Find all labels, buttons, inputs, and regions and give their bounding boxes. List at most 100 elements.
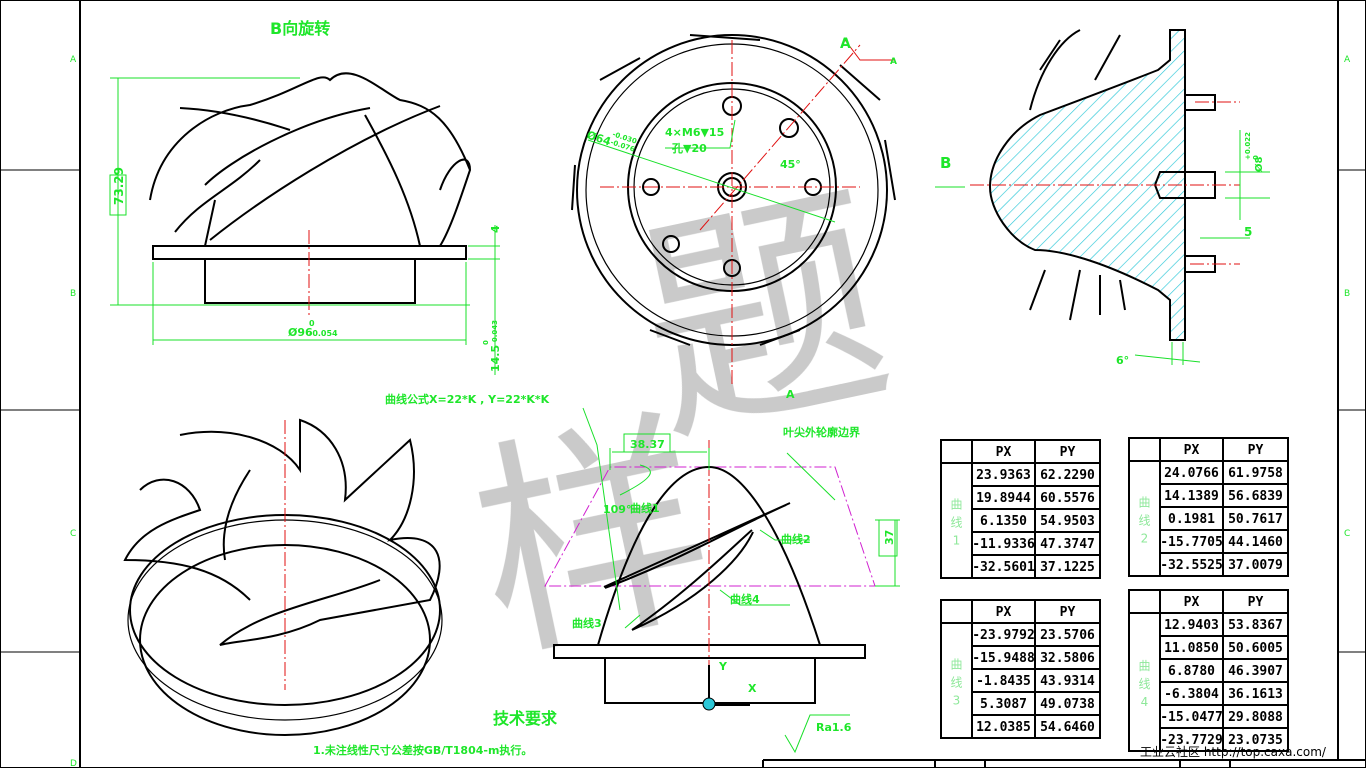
section-label: A — [840, 36, 851, 52]
column-header: PX — [996, 605, 1012, 620]
curve-tables: PX PY 23.9363 62.2290 19.8944 60.5576 6.1350 54… — [940, 437, 1289, 752]
dim-hub: 14.5 — [489, 345, 502, 372]
dim-37: 37 — [883, 530, 896, 545]
table-cell: 19.8944 — [976, 491, 1031, 506]
curve-table: PX PY 12.9403 53.8367 11.0850 50.6005 6.8780 46… — [1128, 589, 1289, 752]
angle-label: 45° — [780, 158, 801, 171]
dim-tol: 0 — [309, 319, 315, 328]
table-cell: 49.0738 — [1040, 697, 1095, 712]
table-cell: 43.9314 — [1040, 674, 1095, 689]
table-side-label: 线 — [950, 676, 962, 690]
column-header: PY — [1248, 443, 1264, 458]
table-side-label: 2 — [1141, 532, 1149, 546]
table-cell: 53.8367 — [1228, 618, 1283, 633]
table-cell: 32.5806 — [1040, 651, 1095, 666]
column-header: PX — [996, 445, 1012, 460]
table-cell: 61.9758 — [1228, 466, 1283, 481]
table-cell: 36.1613 — [1228, 687, 1283, 702]
zone-label: B — [1344, 289, 1350, 299]
table-cell: 23.9363 — [976, 468, 1031, 483]
zone-label: D — [70, 759, 77, 768]
table-cell: 23.5706 — [1040, 628, 1095, 643]
site-watermark: 工业云社区 http://top.caxa.com/ — [1140, 744, 1327, 759]
tech-requirement-line: 1.未注线性尺寸公差按GB/T1804-m执行。 — [313, 743, 532, 757]
table-side-label: 4 — [1141, 695, 1149, 709]
holes-note: 4×M6▼15 — [665, 126, 724, 139]
table-cell: -6.3804 — [1164, 687, 1219, 702]
column-header: PX — [1184, 443, 1200, 458]
table-cell: 29.8088 — [1228, 710, 1283, 725]
curve1-label: 曲线1 — [630, 501, 660, 515]
table-cell: 62.2290 — [1040, 468, 1095, 483]
curve4-label: 曲线4 — [730, 592, 760, 606]
column-header: PX — [1184, 595, 1200, 610]
curve3-label: 曲线3 — [572, 616, 602, 630]
dim-tol: 0 — [1252, 155, 1260, 160]
table-cell: 37.1225 — [1040, 560, 1095, 575]
table-side-label: 曲 — [1138, 496, 1150, 510]
holes-note: 孔▼20 — [672, 142, 707, 155]
table-cell: 5.3087 — [980, 697, 1027, 712]
dim-height: 73.29 — [112, 167, 126, 205]
blade-boundary-label: 叶尖外轮廓边界 — [783, 425, 860, 439]
table-cell: -15.7705 — [1160, 535, 1223, 550]
table-cell: 50.7617 — [1228, 512, 1283, 527]
table-cell: 12.9403 — [1164, 618, 1219, 633]
table-cell: -23.9792 — [972, 628, 1035, 643]
table-cell: 23.0735 — [1228, 733, 1283, 748]
table-cell: 54.9503 — [1040, 514, 1095, 529]
table-cell: 14.1389 — [1164, 489, 1219, 504]
view-title: B向旋转 — [270, 19, 330, 38]
dim-flange: 4 — [489, 225, 502, 233]
curve-formula: 曲线公式X=22*K , Y=22*K*K — [385, 392, 550, 406]
table-cell: -32.5525 — [1160, 558, 1223, 573]
table-cell: -32.5601 — [972, 560, 1035, 575]
table-cell: 50.6005 — [1228, 641, 1283, 656]
table-cell: 12.0385 — [976, 720, 1031, 735]
table-side-label: 1 — [953, 534, 961, 548]
dim-tol: -0.054 — [309, 329, 338, 338]
curve2-label: 曲线2 — [781, 532, 811, 546]
roughness-label: Ra1.6 — [816, 721, 852, 734]
table-cell: 24.0766 — [1164, 466, 1219, 481]
section-view-a-a: Ø8 +0.022 0 5 6° — [970, 29, 1270, 367]
table-cell: 6.8780 — [1168, 664, 1215, 679]
table-cell: 60.5576 — [1040, 491, 1095, 506]
table-cell: 46.3907 — [1228, 664, 1283, 679]
table-cell: 44.1460 — [1228, 535, 1283, 550]
zone-label: A — [1344, 55, 1351, 65]
column-header: PY — [1248, 595, 1264, 610]
blade-profile-view: 曲线公式X=22*K , Y=22*K*K 叶尖外轮廓边界 38.37 37 1… — [385, 392, 900, 754]
table-cell: 0.1981 — [1168, 512, 1215, 527]
dim-tol: 0 — [482, 340, 490, 345]
angle-label: 6° — [1116, 354, 1129, 367]
dim-38: 38.37 — [630, 438, 665, 451]
zone-label: B — [70, 289, 76, 299]
table-cell: 6.1350 — [980, 514, 1027, 529]
table-side-label: 曲 — [950, 658, 962, 672]
front-view: Ø64 -0.030 -0.076 4×M6▼15 孔▼20 45° A A A… — [571, 34, 965, 401]
table-side-label: 曲 — [950, 498, 962, 512]
section-label: A — [890, 57, 897, 67]
column-header: PY — [1060, 445, 1076, 460]
watermark-logo: 样 题 — [453, 155, 910, 694]
table-cell: -1.8435 — [976, 674, 1031, 689]
svg-text:题: 题 — [617, 155, 910, 479]
table-side-label: 曲 — [1138, 659, 1150, 673]
table-border — [1128, 589, 1289, 752]
zone-label: C — [1344, 529, 1350, 539]
axis-x-label: X — [748, 682, 757, 695]
tech-requirements-title: 技术要求 — [493, 709, 558, 728]
table-cell: 37.0079 — [1228, 558, 1283, 573]
table-cell: 54.6460 — [1040, 720, 1095, 735]
table-cell: 11.0850 — [1164, 641, 1219, 656]
table-cell: -11.9336 — [972, 537, 1035, 552]
title-block — [762, 759, 1366, 768]
zone-label: A — [70, 55, 77, 65]
table-cell: 56.6839 — [1228, 489, 1283, 504]
table-side-label: 线 — [950, 516, 962, 530]
table-side-label: 线 — [1138, 514, 1150, 528]
dim-tol: +0.022 — [1244, 132, 1252, 160]
